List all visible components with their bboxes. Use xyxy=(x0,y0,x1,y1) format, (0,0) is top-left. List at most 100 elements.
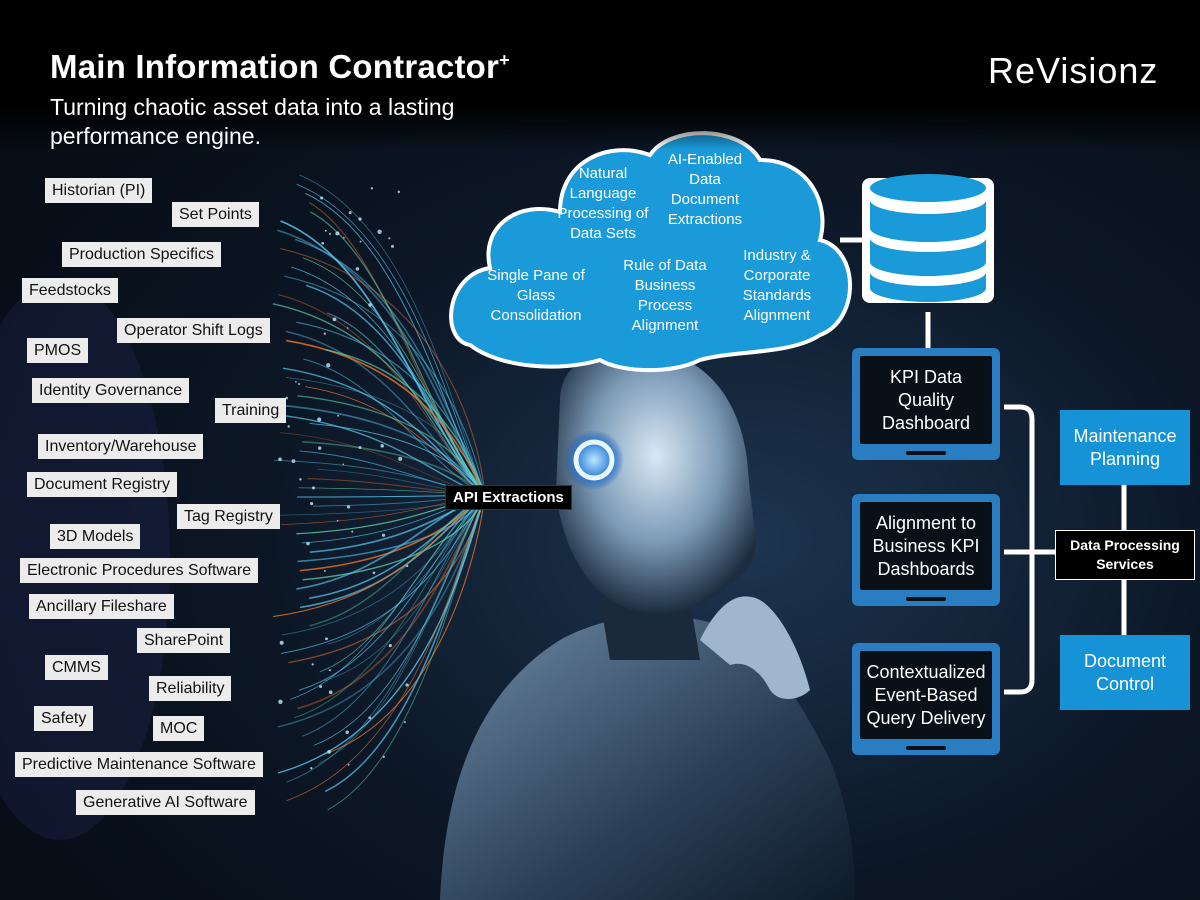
document-control-box: Document Control xyxy=(1060,635,1190,710)
source-label-operator-shift-logs: Operator Shift Logs xyxy=(117,318,270,343)
source-label-cmms: CMMS xyxy=(45,655,108,680)
robot-eye-glow xyxy=(564,430,624,490)
fiber-node xyxy=(295,381,297,383)
fiber-node xyxy=(311,486,315,490)
source-label-document-registry: Document Registry xyxy=(27,472,178,497)
fiber-node xyxy=(324,229,327,232)
robot-eye xyxy=(573,439,615,481)
data-processing-services-box: Data Processing Services xyxy=(1055,530,1195,580)
fiber-node xyxy=(336,519,339,522)
source-label-moc: MOC xyxy=(153,716,205,741)
page-title: Main Information Contractor+ xyxy=(50,48,510,85)
data-fiber xyxy=(284,275,486,496)
data-fiber xyxy=(313,494,486,746)
fiber-node xyxy=(388,644,392,648)
fiber-node xyxy=(377,229,382,234)
alignment-dashboard: Alignment to Business KPI Dashboards xyxy=(852,494,1000,606)
fiber-node xyxy=(278,457,282,462)
data-fiber xyxy=(285,377,486,496)
data-fiber xyxy=(297,494,486,710)
data-fiber xyxy=(325,349,486,496)
fiber-node xyxy=(368,716,372,720)
fiber-node xyxy=(310,502,314,506)
data-fiber xyxy=(286,494,486,801)
maintenance-planning-box: Maintenance Planning xyxy=(1060,410,1190,485)
data-fiber xyxy=(289,494,486,700)
data-fiber-bundle xyxy=(271,174,486,811)
page-subtitle: Turning chaotic asset data into a lastin… xyxy=(50,94,455,149)
fiber-node xyxy=(306,541,310,546)
data-fiber xyxy=(280,494,486,654)
monitor-stand xyxy=(906,451,946,455)
fiber-node xyxy=(343,236,345,239)
data-fiber xyxy=(281,494,486,636)
fiber-node xyxy=(329,233,331,235)
fiber-node xyxy=(405,683,409,687)
fiber-node xyxy=(310,767,313,770)
fiber-node xyxy=(342,463,345,466)
source-label-historian: Historian (PI) xyxy=(45,178,153,203)
source-label-reliability: Reliability xyxy=(149,676,232,701)
fiber-node xyxy=(346,505,351,509)
source-label-3d-models: 3D Models xyxy=(50,524,141,549)
data-fiber xyxy=(309,202,486,496)
source-label-predictive-maintenance: Predictive Maintenance Software xyxy=(15,752,263,777)
contextualized-query-dashboard: Contextualized Event-Based Query Deliver… xyxy=(852,643,1000,755)
fiber-node xyxy=(326,363,331,368)
source-label-identity-governance: Identity Governance xyxy=(32,378,190,403)
fiber-node xyxy=(382,755,385,759)
fiber-node xyxy=(332,317,337,322)
fiber-node xyxy=(348,211,352,215)
data-fiber xyxy=(280,248,486,496)
fiber-node xyxy=(368,303,372,307)
cloud-rule-of-data: Rule of Data Business Process Alignment xyxy=(623,257,707,334)
source-label-production-specifics: Production Specifics xyxy=(62,242,221,267)
data-fiber xyxy=(286,494,486,783)
database-icon xyxy=(862,174,994,303)
data-fiber xyxy=(319,494,486,673)
data-fiber xyxy=(272,303,486,496)
fiber-node xyxy=(317,417,322,422)
fiber-node xyxy=(279,640,284,645)
fiber-node xyxy=(355,267,360,271)
source-label-safety: Safety xyxy=(34,706,94,731)
source-label-feedstocks: Feedstocks xyxy=(22,278,118,303)
alignment-dashboard-label: Alignment to Business KPI Dashboards xyxy=(860,502,992,590)
data-fiber xyxy=(299,174,486,496)
api-extractions-label: API Extractions xyxy=(445,485,572,510)
source-label-ancillary-fileshare: Ancillary Fileshare xyxy=(29,594,174,619)
data-fiber xyxy=(298,494,486,691)
fiber-node xyxy=(335,231,340,236)
fiber-node xyxy=(291,459,296,463)
fiber-node xyxy=(278,699,283,704)
source-label-sharepoint: SharePoint xyxy=(137,628,231,653)
fiber-node xyxy=(391,244,394,248)
fiber-node xyxy=(323,569,326,572)
fiber-node xyxy=(403,721,406,724)
brand-logo: ReVisionz xyxy=(988,50,1159,91)
monitor-stand xyxy=(906,746,946,750)
source-label-tag-registry: Tag Registry xyxy=(177,504,280,529)
data-fiber xyxy=(305,386,486,496)
fiber-node xyxy=(406,564,409,568)
fiber-node xyxy=(351,530,354,533)
fiber-node xyxy=(388,237,391,240)
fiber-node xyxy=(359,240,362,243)
header-band xyxy=(0,0,1200,150)
fiber-node xyxy=(358,446,362,449)
data-fiber xyxy=(327,494,486,645)
fiber-node xyxy=(327,750,331,754)
source-label-training: Training xyxy=(215,398,287,423)
fiber-node xyxy=(370,187,374,190)
cloud-single-pane: Single Pane of Glass Consolidation xyxy=(487,267,585,324)
fiber-node xyxy=(380,444,384,448)
fiber-node xyxy=(299,478,302,481)
source-label-set-points: Set Points xyxy=(172,202,259,227)
fiber-node xyxy=(287,425,290,428)
data-fiber xyxy=(327,494,486,811)
fiber-node xyxy=(325,637,328,641)
kpi-quality-dashboard-label: KPI Data Quality Dashboard xyxy=(860,356,992,444)
fiber-node xyxy=(317,446,322,450)
fiber-node xyxy=(397,190,401,194)
